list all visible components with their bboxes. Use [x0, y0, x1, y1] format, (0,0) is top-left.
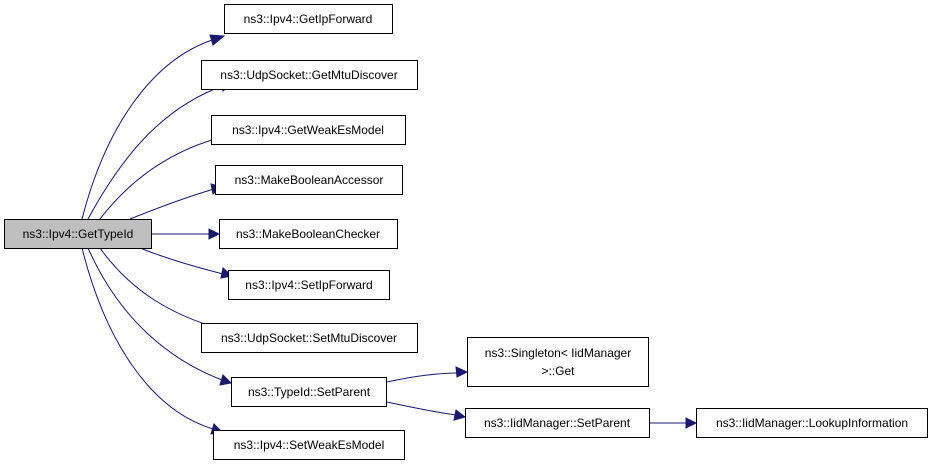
node-iid-set-parent[interactable]: ns3::IidManager::SetParent	[465, 408, 650, 438]
node-set-weak-es-model-label: ns3::Ipv4::SetWeakEsModel	[234, 438, 385, 452]
edge-root-getipforward	[81, 38, 216, 220]
node-get-mtu-discover-label: ns3::UdpSocket::GetMtuDiscover	[220, 68, 397, 82]
arrow-iidsetparent	[453, 409, 467, 421]
node-lookup-information-label: ns3::IidManager::LookupInformation	[716, 416, 908, 430]
node-lookup-information[interactable]: ns3::IidManager::LookupInformation	[696, 408, 928, 438]
node-get-weak-es-model-label: ns3::Ipv4::GetWeakEsModel	[232, 123, 384, 137]
arrow-singletonget	[455, 366, 469, 378]
node-typeid-set-parent-label: ns3::TypeId::SetParent	[248, 385, 371, 399]
node-root-label: ns3::Ipv4::GetTypeId	[23, 227, 134, 241]
node-set-ip-forward[interactable]: ns3::Ipv4::SetIpForward	[228, 270, 390, 300]
node-get-weak-es-model[interactable]: ns3::Ipv4::GetWeakEsModel	[211, 115, 406, 145]
node-set-ip-forward-label: ns3::Ipv4::SetIpForward	[245, 278, 372, 292]
edge-root-getweakesmodel	[99, 135, 227, 220]
edge-root-typeidsetparent	[87, 247, 223, 381]
edge-typeidsetparent-singletonget	[386, 372, 459, 383]
node-set-weak-es-model[interactable]: ns3::Ipv4::SetWeakEsModel	[213, 430, 405, 460]
node-get-mtu-discover[interactable]: ns3::UdpSocket::GetMtuDiscover	[201, 60, 418, 90]
node-get-ip-forward[interactable]: ns3::Ipv4::GetIpForward	[224, 4, 393, 34]
edge-root-getmtudiscover	[87, 84, 226, 220]
node-make-boolean-accessor-label: ns3::MakeBooleanAccessor	[235, 173, 384, 187]
node-set-mtu-discover[interactable]: ns3::UdpSocket::SetMtuDiscover	[201, 323, 418, 353]
edge-root-makebooleanaccessor	[129, 188, 215, 220]
edge-root-setmtudiscover	[99, 247, 225, 331]
node-typeid-set-parent[interactable]: ns3::TypeId::SetParent	[231, 377, 387, 407]
node-set-mtu-discover-label: ns3::UdpSocket::SetMtuDiscover	[221, 331, 397, 345]
arrow-getipforward	[209, 34, 226, 46]
arrow-typeidsetparent	[219, 374, 233, 386]
node-iid-set-parent-label: ns3::IidManager::SetParent	[484, 416, 631, 430]
node-singleton-get-label-line2: >::Get	[541, 364, 575, 378]
node-root[interactable]: ns3::Ipv4::GetTypeId	[4, 219, 152, 249]
node-make-boolean-checker[interactable]: ns3::MakeBooleanChecker	[219, 219, 398, 249]
edge-root-setipforward	[139, 247, 224, 275]
node-singleton-get-label-line1: ns3::Singleton< IidManager	[485, 346, 631, 360]
arrow-makebooleanchecker	[208, 228, 221, 240]
node-get-ip-forward-label: ns3::Ipv4::GetIpForward	[244, 12, 373, 26]
node-make-boolean-checker-label: ns3::MakeBooleanChecker	[236, 227, 380, 241]
node-make-boolean-accessor[interactable]: ns3::MakeBooleanAccessor	[215, 165, 403, 195]
edge-typeidsetparent-iidsetparent	[386, 401, 457, 416]
node-singleton-get[interactable]: ns3::Singleton< IidManager >::Get	[467, 337, 649, 387]
arrow-lookupinformation	[685, 417, 698, 429]
edge-root-setweakesmodel	[81, 247, 214, 430]
